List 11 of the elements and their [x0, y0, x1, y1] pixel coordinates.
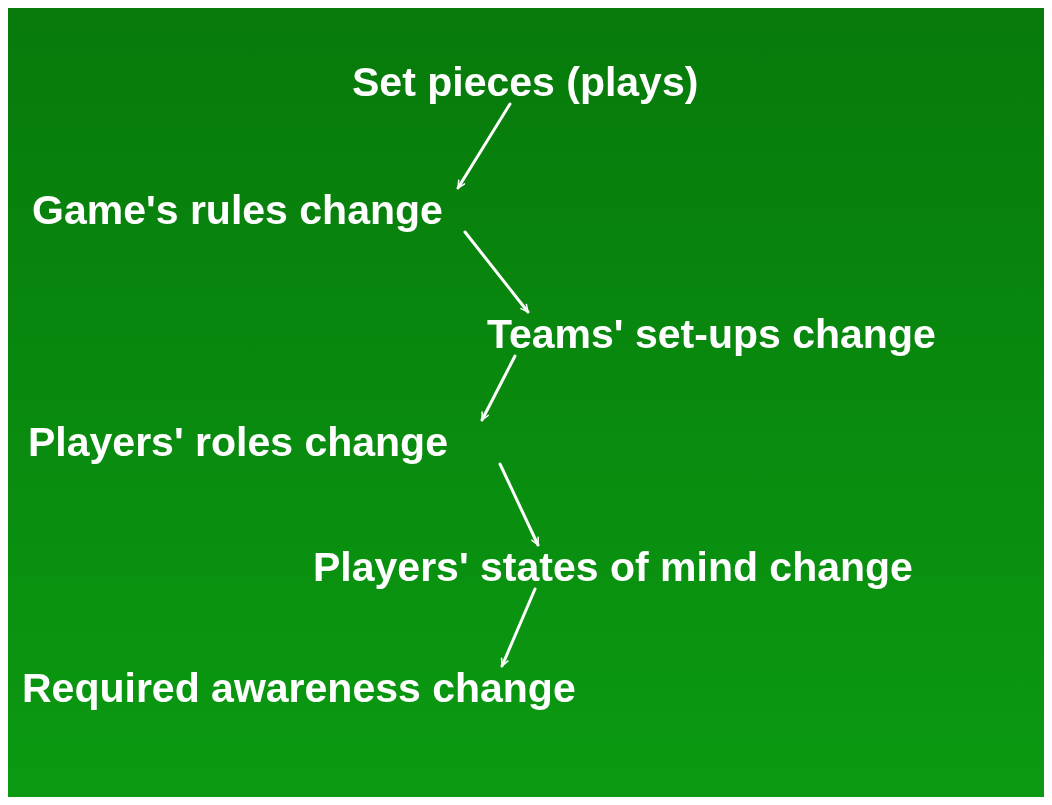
arrow	[500, 587, 537, 668]
arrow	[498, 462, 540, 547]
arrow	[463, 230, 530, 314]
arrow	[456, 102, 512, 190]
step-label: Teams' set-ups change	[487, 310, 936, 358]
step-label: Required awareness change	[22, 664, 576, 712]
step-label: Game's rules change	[32, 186, 443, 234]
step-label: Players' roles change	[28, 418, 448, 466]
step-label: Players' states of mind change	[313, 543, 913, 591]
step-label: Set pieces (plays)	[352, 58, 699, 106]
arrow	[480, 354, 517, 422]
